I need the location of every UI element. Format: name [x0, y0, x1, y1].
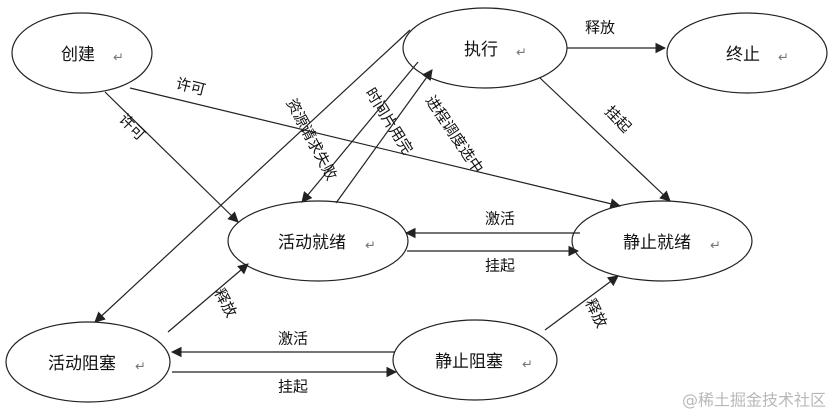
edge-label-activate-mid: 激活: [485, 210, 515, 228]
node-create: [11, 12, 153, 94]
edge-active-ready-execute-dispatch: [335, 69, 433, 204]
label-active-blocked: 活动阻塞: [48, 354, 116, 374]
para-mark: ↵: [710, 239, 721, 254]
edge-label-permit-2: 许可: [115, 110, 149, 144]
node-active-blocked: [5, 321, 171, 403]
label-static-ready: 静止就绪: [623, 233, 691, 253]
edge-label-release-top: 释放: [585, 19, 615, 37]
label-static-blocked: 静止阻塞: [435, 352, 503, 372]
edge-label-process-dispatch: 进程调度选中: [422, 92, 487, 177]
edge-execute-active-ready-timeslice: [301, 61, 419, 203]
edge-label-release-left: 释放: [210, 285, 240, 320]
para-mark: ↵: [778, 51, 789, 66]
edge-label-activate-bottom: 激活: [278, 330, 308, 348]
para-mark: ↵: [113, 51, 124, 66]
edge-label-suspend-right: 挂起: [601, 102, 635, 136]
edge-label-release-right: 释放: [581, 296, 610, 331]
node-active-ready: [227, 200, 409, 282]
edge-label-suspend-bottom: 挂起: [278, 378, 308, 396]
para-mark: ↵: [522, 358, 533, 373]
label-active-ready: 活动就绪: [278, 233, 346, 253]
edge-execute-active-blocked: [94, 29, 411, 323]
node-static-blocked: [392, 319, 558, 401]
edge-static-blocked-static-ready: [544, 275, 619, 331]
edge-create-static-ready: [129, 87, 622, 209]
edge-active-blocked-active-ready: [167, 263, 249, 333]
label-create: 创建: [61, 45, 95, 65]
label-execute: 执行: [464, 40, 498, 60]
edge-create-active-ready: [104, 91, 239, 223]
para-mark: ↵: [135, 360, 146, 375]
para-mark: ↵: [516, 46, 527, 61]
para-mark: ↵: [365, 239, 376, 254]
label-terminate: 终止: [726, 45, 760, 65]
edge-label-suspend-mid: 挂起: [485, 257, 515, 275]
node-terminate: [666, 12, 828, 94]
edge-execute-static-ready: [539, 77, 671, 202]
edge-label-time-slice: 时间片用完: [362, 85, 417, 158]
edge-label-permit-1: 许可: [174, 74, 207, 99]
watermark: @稀土掘金技术社区: [682, 391, 826, 410]
